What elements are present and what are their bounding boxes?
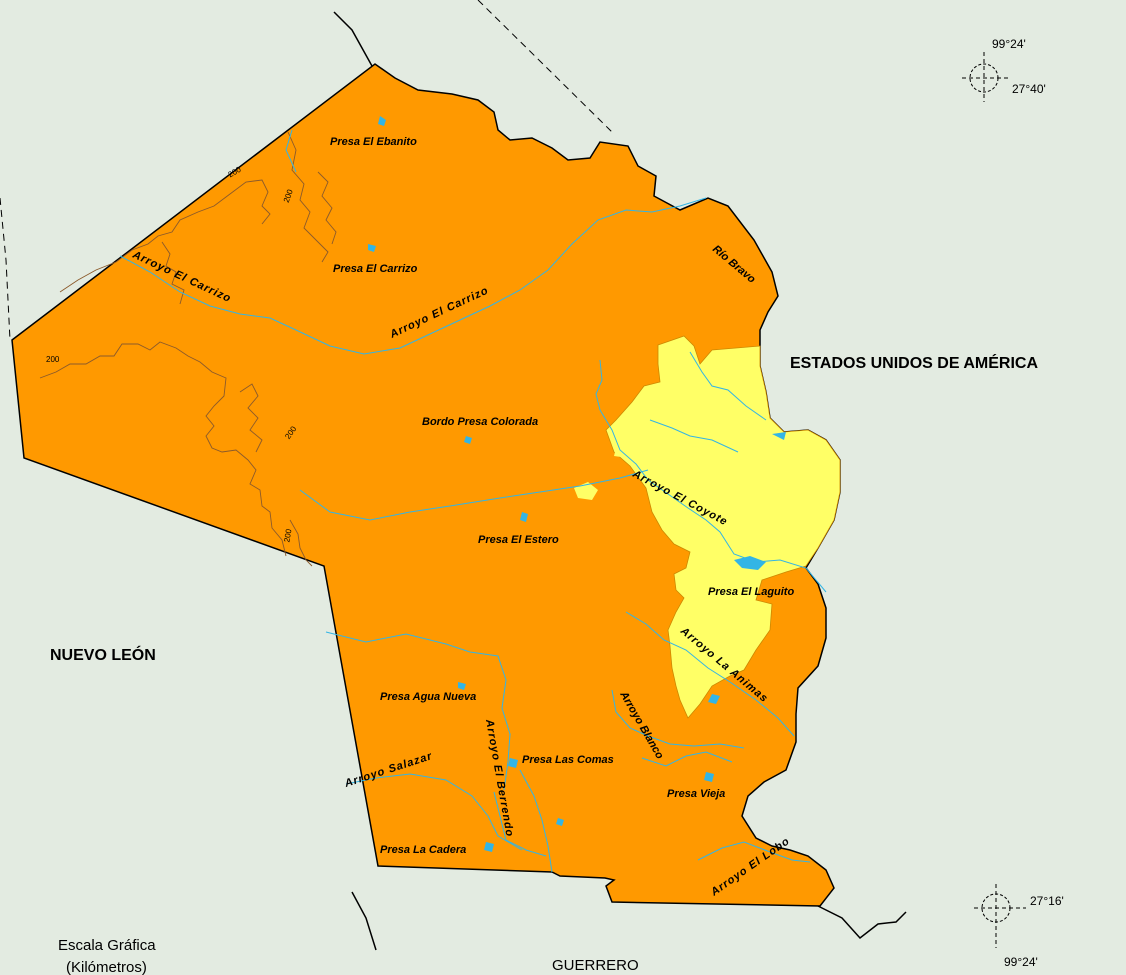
urban-patch-west (614, 440, 632, 458)
dam-label-estero: Presa El Estero (478, 534, 559, 546)
coord-top-longitude: 99°24' (992, 37, 1026, 51)
contour-label-5: 200 (282, 528, 293, 543)
dam-label-vieja: Presa Vieja (667, 788, 725, 800)
rio-bravo-north-segment (333, 11, 373, 67)
urban-area (605, 335, 841, 719)
water-bodies (368, 116, 786, 852)
dam-label-agua-nueva: Presa Agua Nueva (380, 691, 476, 703)
scale-unit: (Kilómetros) (66, 959, 147, 975)
coord-bottom-latitude: 27°16' (1030, 894, 1064, 908)
contour-label-3: 200 (46, 355, 60, 364)
coordinate-marker-top (962, 52, 1008, 102)
scale-title: Escala Gráfica (58, 937, 156, 954)
coord-bottom-longitude: 99°24' (1004, 955, 1038, 969)
streams (119, 129, 827, 873)
dam-label-la-cadera: Presa La Cadera (380, 844, 466, 856)
contour-label-2: 200 (282, 188, 295, 204)
coordinate-marker-bottom (974, 884, 1026, 948)
usa-label: ESTADOS UNIDOS DE AMÉRICA (790, 353, 1038, 372)
guerrero-label: GUERRERO (552, 957, 639, 974)
coord-top-latitude: 27°40' (1012, 82, 1046, 96)
dam-label-laguito: Presa El Laguito (708, 586, 794, 598)
dashed-boundary-west (0, 197, 11, 341)
dashed-boundary-north (477, 0, 613, 133)
dam-label-colorada: Bordo Presa Colorada (422, 416, 538, 428)
dam-label-carrizo: Presa El Carrizo (333, 263, 418, 275)
southern-road-segment (351, 891, 377, 951)
rio-bravo-south-segment (817, 905, 907, 940)
dam-label-las-comas: Presa Las Comas (522, 754, 614, 766)
dam-label-ebanito: Presa El Ebanito (330, 136, 417, 148)
nuevo-leon-label: NUEVO LEÓN (50, 645, 156, 664)
contour-lines (39, 131, 337, 567)
